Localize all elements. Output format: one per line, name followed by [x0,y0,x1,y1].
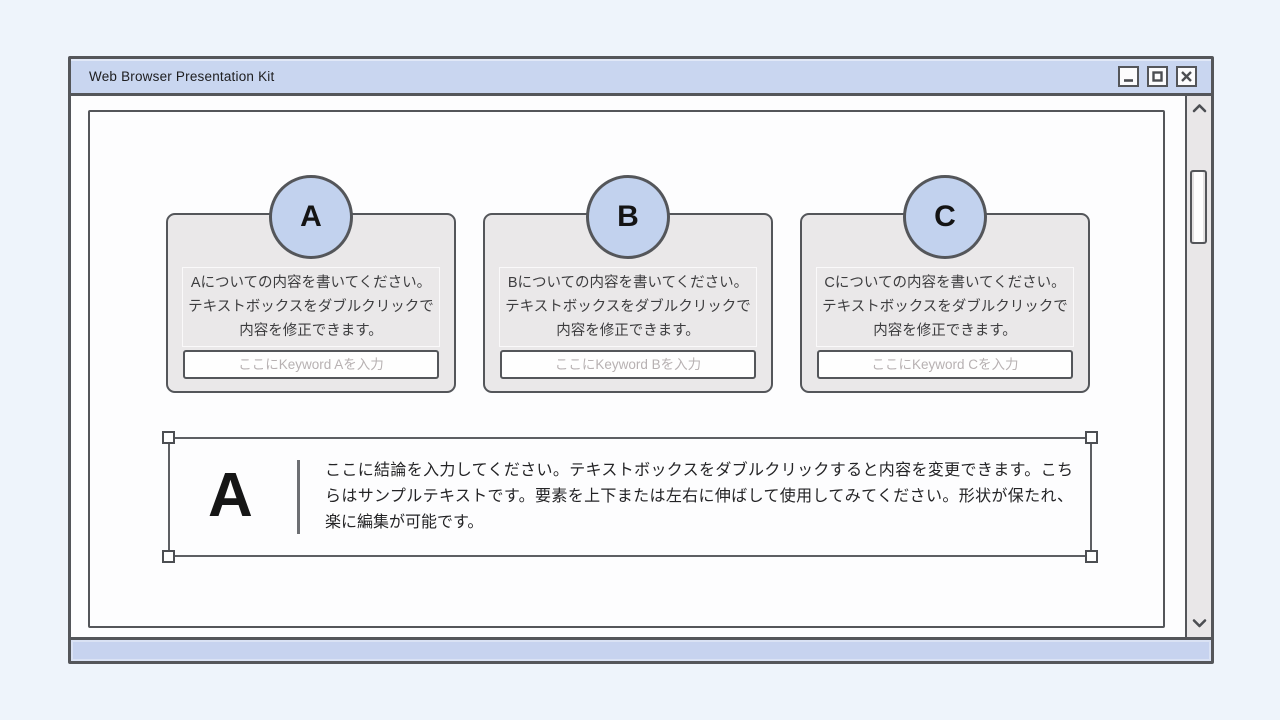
resize-handle-top-right[interactable] [1085,431,1098,444]
vertical-scrollbar[interactable] [1185,96,1211,637]
badge-label: B [617,200,639,233]
close-button[interactable] [1176,65,1197,87]
maximize-button[interactable] [1147,65,1168,87]
card-body-text[interactable]: Aについての内容を書いてください。テキストボックスをダブルクリックで内容を修正で… [182,267,440,347]
topic-card-a[interactable]: A Aについての内容を書いてください。テキストボックスをダブルクリックで内容を修… [166,175,456,393]
window-title: Web Browser Presentation Kit [89,68,275,84]
badge-label: C [934,200,956,233]
minimize-button[interactable] [1118,65,1139,87]
scroll-up-button[interactable] [1187,98,1211,120]
keyword-input-c[interactable] [817,350,1073,379]
resize-handle-top-left[interactable] [162,431,175,444]
card-body-text[interactable]: Cについての内容を書いてください。テキストボックスをダブルクリックで内容を修正で… [816,267,1074,347]
content-frame: A Aについての内容を書いてください。テキストボックスをダブルクリックで内容を修… [88,110,1165,628]
scroll-down-button[interactable] [1187,613,1211,635]
resize-handle-bottom-left[interactable] [162,550,175,563]
chevron-down-icon [1192,615,1207,633]
chevron-up-icon [1192,100,1207,118]
status-bar [71,637,1211,661]
keyword-input-a[interactable] [183,350,439,379]
badge-circle-a: A [269,175,353,259]
badge-circle-b: B [586,175,670,259]
scrollbar-thumb[interactable] [1190,170,1207,244]
browser-window: Web Browser Presentation Kit [68,56,1214,664]
window-controls [1118,65,1197,87]
conclusion-box[interactable]: A ここに結論を入力してください。テキストボックスをダブルクリックすると内容を変… [162,431,1098,563]
keyword-input-b[interactable] [500,350,756,379]
topic-card-b[interactable]: B Bについての内容を書いてください。テキストボックスをダブルクリックで内容を修… [483,175,773,393]
badge-label: A [300,200,322,233]
resize-handle-bottom-right[interactable] [1085,550,1098,563]
conclusion-badge-letter: A [208,460,253,530]
vertical-divider [297,460,300,534]
badge-circle-c: C [903,175,987,259]
topic-card-c[interactable]: C Cについての内容を書いてください。テキストボックスをダブルクリックで内容を修… [800,175,1090,393]
conclusion-text[interactable]: ここに結論を入力してください。テキストボックスをダブルクリックすると内容を変更で… [325,462,1073,531]
title-bar: Web Browser Presentation Kit [71,59,1211,96]
card-body-text[interactable]: Bについての内容を書いてください。テキストボックスをダブルクリックで内容を修正で… [499,267,757,347]
